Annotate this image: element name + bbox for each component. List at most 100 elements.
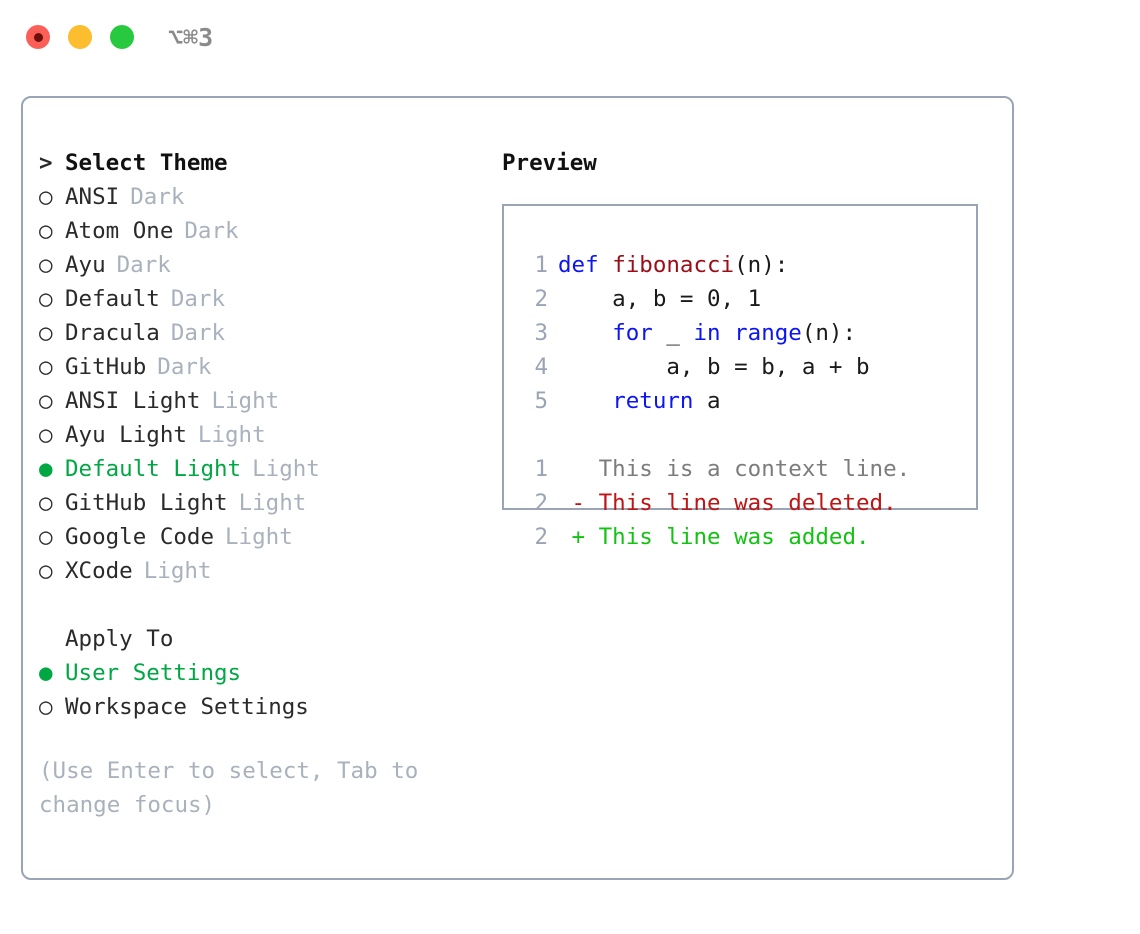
theme-name: Default Light [65, 456, 242, 482]
theme-name: Ayu [65, 252, 106, 278]
code-token [558, 320, 612, 346]
code-text: def fibonacci(n): [558, 248, 788, 282]
theme-name: XCode [65, 558, 133, 584]
theme-category-tag: Light [143, 558, 212, 584]
apply-to-header: ○Apply To [39, 622, 479, 656]
line-number: 1 [534, 456, 548, 482]
theme-list-item[interactable]: ○ Atom One Dark [39, 214, 479, 248]
code-token: _ [652, 320, 694, 346]
theme-category-tag: Dark [130, 184, 185, 210]
radio-unselected-icon: ○ [39, 422, 53, 448]
line-number: 3 [534, 320, 548, 346]
theme-picker-header: > Select Theme [39, 146, 479, 180]
code-line: 1 def fibonacci(n): [518, 248, 976, 282]
theme-list-item[interactable]: ○ Google Code Light [39, 520, 479, 554]
code-token: a, b = b, a + b [558, 354, 870, 380]
code-line: 5 return a [518, 384, 976, 418]
radio-unselected-icon: ○ [39, 184, 53, 210]
radio-unselected-icon: ○ [39, 558, 53, 584]
theme-category-tag: Light [211, 388, 280, 414]
apply-to-item[interactable]: ● User Settings [39, 656, 479, 690]
diff-sample: 1 This is a context line.2 - This line w… [518, 452, 976, 554]
list-spacer [39, 588, 479, 622]
code-line: 4 a, b = b, a + b [518, 350, 976, 384]
diff-line: 1 This is a context line. [518, 452, 976, 486]
theme-name: GitHub [65, 354, 147, 380]
apply-to-label: User Settings [65, 660, 242, 686]
minimize-button[interactable] [68, 25, 92, 49]
code-token: for [612, 320, 653, 346]
theme-name: Dracula [65, 320, 160, 346]
maximize-button[interactable] [110, 25, 134, 49]
traffic-light-buttons [26, 25, 134, 49]
apply-to-indent: ○ [39, 622, 65, 656]
radio-unselected-icon: ○ [39, 218, 53, 244]
theme-category-tag: Dark [184, 218, 239, 244]
code-token: fibonacci [612, 252, 735, 278]
line-number: 5 [534, 388, 548, 414]
apply-to-list: ● User Settings ○Workspace Settings [39, 656, 479, 724]
code-token: (n): [801, 320, 857, 346]
code-line: 3 for _ in range(n): [518, 316, 976, 350]
theme-picker-title: Select Theme [65, 150, 228, 176]
code-text: a, b = b, a + b [558, 350, 870, 384]
code-token: def [558, 252, 599, 278]
theme-list-item[interactable]: ○ Default Dark [39, 282, 479, 316]
theme-category-tag: Dark [157, 354, 212, 380]
theme-category-tag: Light [197, 422, 266, 448]
radio-unselected-icon: ○ [39, 354, 53, 380]
code-token: in [693, 320, 721, 346]
theme-category-tag: Light [225, 524, 293, 550]
theme-list-item[interactable]: ○ Dracula Dark [39, 316, 479, 350]
radio-unselected-icon: ○ [39, 286, 53, 312]
theme-list-item[interactable]: ○ GitHub Dark [39, 350, 479, 384]
line-number: 4 [534, 354, 548, 380]
theme-name: Google Code [65, 524, 215, 550]
close-button[interactable] [26, 25, 50, 49]
diff-line: 2 - This line was deleted. [518, 486, 976, 520]
theme-list-item[interactable]: ● Default Light Light [39, 452, 479, 486]
theme-name: ANSI Light [65, 388, 201, 414]
line-number: 2 [534, 286, 548, 312]
keyboard-shortcut-label: ⌥⌘3 [168, 23, 214, 52]
theme-name: GitHub Light [65, 490, 228, 516]
radio-unselected-icon: ○ [39, 524, 53, 550]
code-text: for _ in range(n): [558, 316, 856, 350]
line-number: 2 [534, 490, 548, 516]
theme-name: Default [65, 286, 160, 312]
apply-to-item[interactable]: ○Workspace Settings [39, 690, 479, 724]
radio-unselected-icon: ○ [39, 320, 53, 346]
radio-selected-icon: ● [39, 660, 53, 686]
code-text: a, b = 0, 1 [558, 282, 761, 316]
theme-list-item[interactable]: ○ ANSI Light Light [39, 384, 479, 418]
diff-line: 2 + This line was added. [518, 520, 976, 554]
code-line: 2 a, b = 0, 1 [518, 282, 976, 316]
theme-category-tag: Dark [170, 320, 226, 346]
diff-text: + This line was added. [558, 524, 870, 550]
preview-title: Preview [502, 150, 597, 176]
radio-unselected-icon: ○ [39, 252, 53, 278]
code-token [599, 252, 613, 278]
radio-unselected-icon: ○ [39, 388, 53, 414]
apply-to-title: Apply To [65, 626, 174, 652]
radio-selected-icon: ● [39, 456, 53, 482]
theme-name: Atom One [65, 218, 174, 244]
line-number: 1 [534, 252, 548, 278]
theme-category-tag: Dark [170, 286, 226, 312]
theme-list-item[interactable]: ○ XCode Light [39, 554, 479, 588]
code-token [721, 320, 735, 346]
theme-category-tag: Light [252, 456, 320, 482]
code-diff-separator [518, 418, 976, 452]
prompt-caret-icon: > [39, 150, 53, 176]
code-token: a [693, 388, 721, 414]
